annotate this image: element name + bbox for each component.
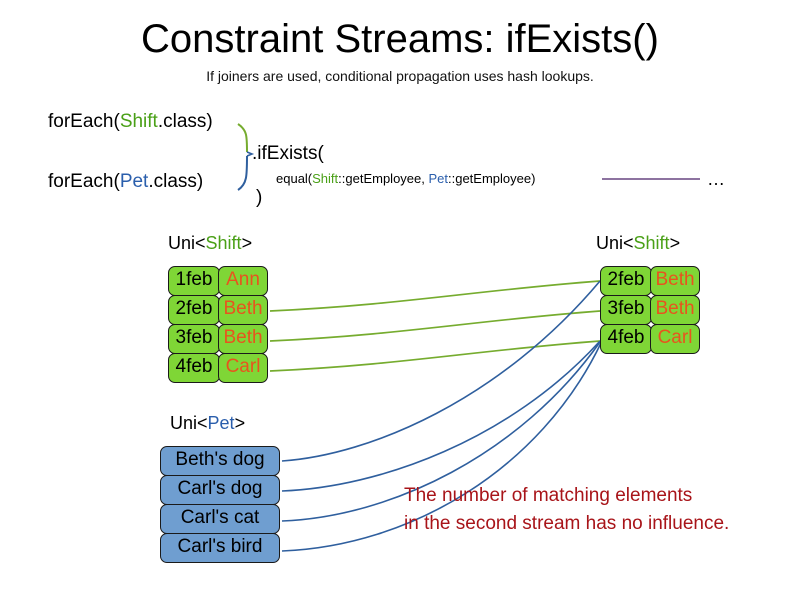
table-left-shift: 1feb Ann 2feb Beth 3feb Beth 4feb Carl bbox=[168, 266, 268, 383]
cell-date: 3feb bbox=[168, 324, 220, 354]
label-left-shift-prefix: Uni< bbox=[168, 233, 206, 253]
code-foreach-shift: forEach(Shift.class) bbox=[48, 110, 213, 134]
link-pet-beths-dog bbox=[281, 280, 601, 462]
cell-pet-name: Carl's bird bbox=[160, 533, 280, 563]
code-foreach-pet-type: Pet bbox=[119, 171, 149, 192]
code-equal-joiner: equal(Shift::getEmployee, Pet::getEmploy… bbox=[276, 170, 535, 188]
link-pet-carls-dog bbox=[281, 340, 601, 492]
table-row[interactable]: 2feb Beth bbox=[600, 266, 700, 296]
cell-pet-name: Carl's dog bbox=[160, 475, 280, 505]
code-foreach-shift-type: Shift bbox=[119, 111, 158, 132]
cell-pet-name: Beth's dog bbox=[160, 446, 280, 476]
code-equal-prefix: equal( bbox=[276, 171, 313, 186]
code-equal-left-type: Shift bbox=[312, 171, 339, 186]
label-right-shift-type: Shift bbox=[633, 233, 670, 253]
cell-employee: Ann bbox=[218, 266, 268, 296]
cell-employee: Carl bbox=[218, 353, 268, 383]
cell-employee: Carl bbox=[650, 324, 700, 354]
annotation-note: The number of matching elements in the s… bbox=[404, 482, 729, 538]
label-left-shift-suffix: > bbox=[241, 233, 253, 253]
code-foreach-pet: forEach(Pet.class) bbox=[48, 170, 203, 194]
label-pet-stream: Uni<Pet> bbox=[170, 412, 245, 434]
label-right-shift-stream: Uni<Shift> bbox=[596, 232, 680, 254]
table-row[interactable]: 4feb Carl bbox=[600, 324, 700, 354]
link-shift-4feb bbox=[269, 340, 601, 372]
cell-date: 3feb bbox=[600, 295, 652, 325]
cell-date: 1feb bbox=[168, 266, 220, 296]
code-equal-right-type: Pet bbox=[428, 171, 448, 186]
cell-date: 4feb bbox=[168, 353, 220, 383]
annotation-line-2: in the second stream has no influence. bbox=[404, 513, 730, 534]
list-item[interactable]: Carl's bird bbox=[160, 533, 280, 563]
label-right-shift-suffix: > bbox=[669, 233, 681, 253]
label-pet-prefix: Uni< bbox=[170, 413, 208, 433]
cell-date: 2feb bbox=[600, 266, 652, 296]
table-row[interactable]: 3feb Beth bbox=[168, 324, 268, 354]
annotation-line-1: The number of matching elements bbox=[404, 485, 693, 506]
cell-employee: Beth bbox=[218, 295, 268, 325]
brace-arm-shift bbox=[237, 123, 248, 153]
code-ellipsis: … bbox=[707, 169, 725, 189]
cell-pet-name: Carl's cat bbox=[160, 504, 280, 534]
code-foreach-pet-prefix: forEach( bbox=[48, 171, 120, 192]
table-pet: Beth's dog Carl's dog Carl's cat Carl's … bbox=[160, 446, 280, 563]
code-equal-right-method: ::getEmployee) bbox=[448, 171, 536, 186]
slide-subtitle: If joiners are used, conditional propaga… bbox=[206, 68, 594, 84]
cell-date: 4feb bbox=[600, 324, 652, 354]
code-equal-left-method: ::getEmployee, bbox=[338, 171, 429, 186]
table-row[interactable]: 1feb Ann bbox=[168, 266, 268, 296]
cell-employee: Beth bbox=[218, 324, 268, 354]
cell-employee: Beth bbox=[650, 295, 700, 325]
label-left-shift-type: Shift bbox=[205, 233, 242, 253]
slide-title: Constraint Streams: ifExists() bbox=[141, 17, 659, 61]
table-right-shift: 2feb Beth 3feb Beth 4feb Carl bbox=[600, 266, 700, 354]
link-shift-3feb bbox=[269, 310, 601, 342]
table-row[interactable]: 2feb Beth bbox=[168, 295, 268, 325]
code-foreach-shift-suffix: .class) bbox=[157, 111, 213, 132]
code-ifexists: .ifExists( bbox=[252, 143, 324, 164]
list-item[interactable]: Beth's dog bbox=[160, 446, 280, 476]
list-item[interactable]: Carl's dog bbox=[160, 475, 280, 505]
label-pet-type: Pet bbox=[207, 413, 235, 433]
label-left-shift-stream: Uni<Shift> bbox=[168, 232, 252, 254]
list-item[interactable]: Carl's cat bbox=[160, 504, 280, 534]
code-foreach-pet-suffix: .class) bbox=[148, 171, 204, 192]
code-foreach-shift-prefix: forEach( bbox=[48, 111, 120, 132]
table-row[interactable]: 4feb Carl bbox=[168, 353, 268, 383]
cell-employee: Beth bbox=[650, 266, 700, 296]
link-shift-2feb bbox=[269, 280, 601, 312]
label-pet-suffix: > bbox=[234, 413, 246, 433]
table-row[interactable]: 3feb Beth bbox=[600, 295, 700, 325]
cell-date: 2feb bbox=[168, 295, 220, 325]
label-right-shift-prefix: Uni< bbox=[596, 233, 634, 253]
brace-arm-pet bbox=[237, 155, 248, 191]
code-close-paren: ) bbox=[256, 187, 263, 208]
